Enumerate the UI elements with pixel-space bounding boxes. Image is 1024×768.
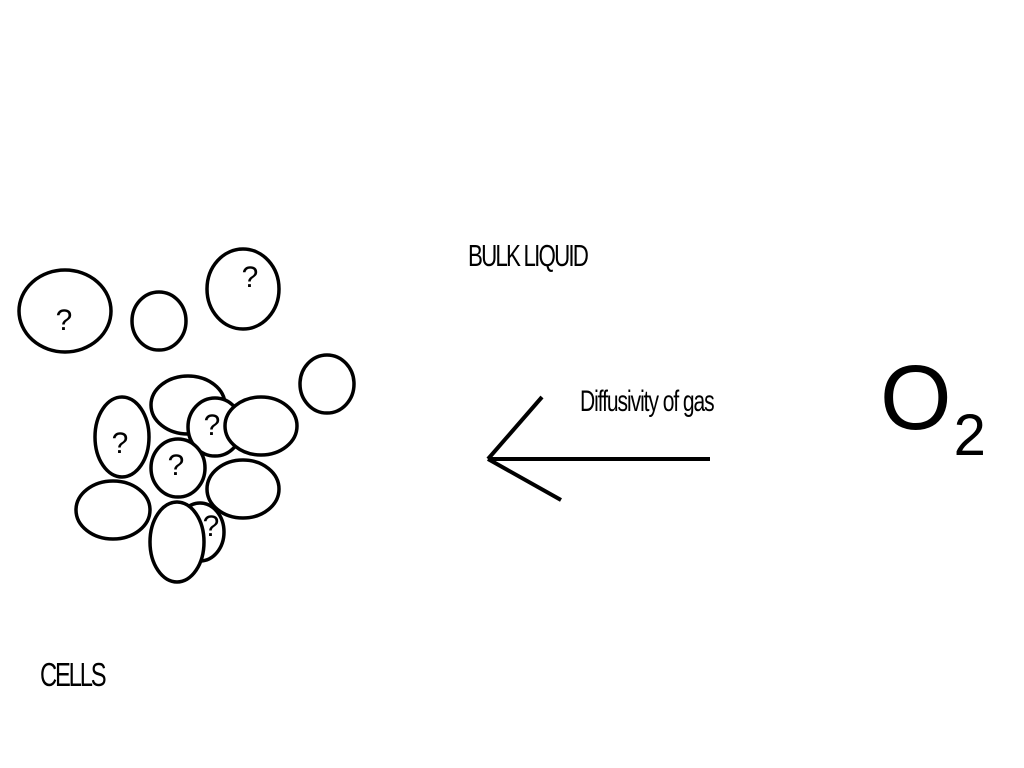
cell-4 bbox=[298, 353, 356, 415]
arrow-head-upper bbox=[486, 395, 544, 461]
oxygen-subscript: 2 bbox=[953, 403, 986, 468]
cell-5-question-mark: ? bbox=[112, 427, 129, 460]
diffusivity-label: Diffusivity of gas bbox=[580, 385, 715, 418]
arrow-head-lower bbox=[487, 457, 562, 502]
cell-11-question-mark: ? bbox=[203, 510, 220, 543]
cell-2 bbox=[130, 290, 188, 352]
cell-9-question-mark: ? bbox=[168, 449, 185, 482]
bulk-liquid-label: BULK LIQUID bbox=[468, 238, 589, 273]
cell-9 bbox=[149, 437, 207, 499]
cell-1-question-mark: ? bbox=[56, 304, 73, 337]
diffusion-arrow bbox=[486, 395, 710, 502]
cell-3-question-mark: ? bbox=[242, 261, 259, 294]
cell-3 bbox=[205, 247, 281, 331]
cell-7-question-mark: ? bbox=[204, 409, 221, 442]
oxygen-formula: O2 bbox=[880, 352, 986, 465]
oxygen-symbol: O bbox=[880, 347, 952, 449]
cells-label: CELLS bbox=[40, 656, 107, 693]
cell-1 bbox=[17, 268, 113, 354]
cell-10 bbox=[205, 458, 281, 520]
cell-12 bbox=[148, 500, 206, 584]
cell-8 bbox=[74, 479, 152, 541]
cell-cluster: ?????? bbox=[17, 247, 356, 584]
cell-13 bbox=[223, 395, 299, 457]
cell-5 bbox=[93, 395, 151, 479]
